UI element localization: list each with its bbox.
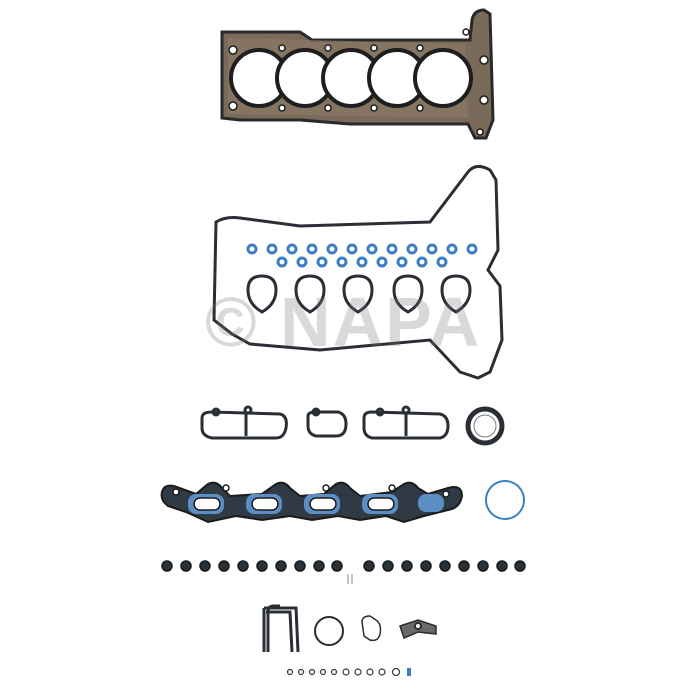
plug-well-gaskets <box>246 274 472 314</box>
cylinder-head-gasket <box>220 8 495 140</box>
valve-stem-seals <box>161 560 526 572</box>
small-o-rings <box>286 667 401 677</box>
blue-o-ring <box>485 480 525 520</box>
throttle-body-gaskets <box>200 405 450 440</box>
misc-gaskets <box>262 604 437 653</box>
small-pins <box>347 574 353 584</box>
exhaust-manifold-gasket <box>160 481 464 524</box>
tube-seals <box>246 243 478 268</box>
valve-cover-gasket <box>212 165 504 380</box>
seal-ring <box>465 406 505 446</box>
blue-plug <box>407 668 411 676</box>
